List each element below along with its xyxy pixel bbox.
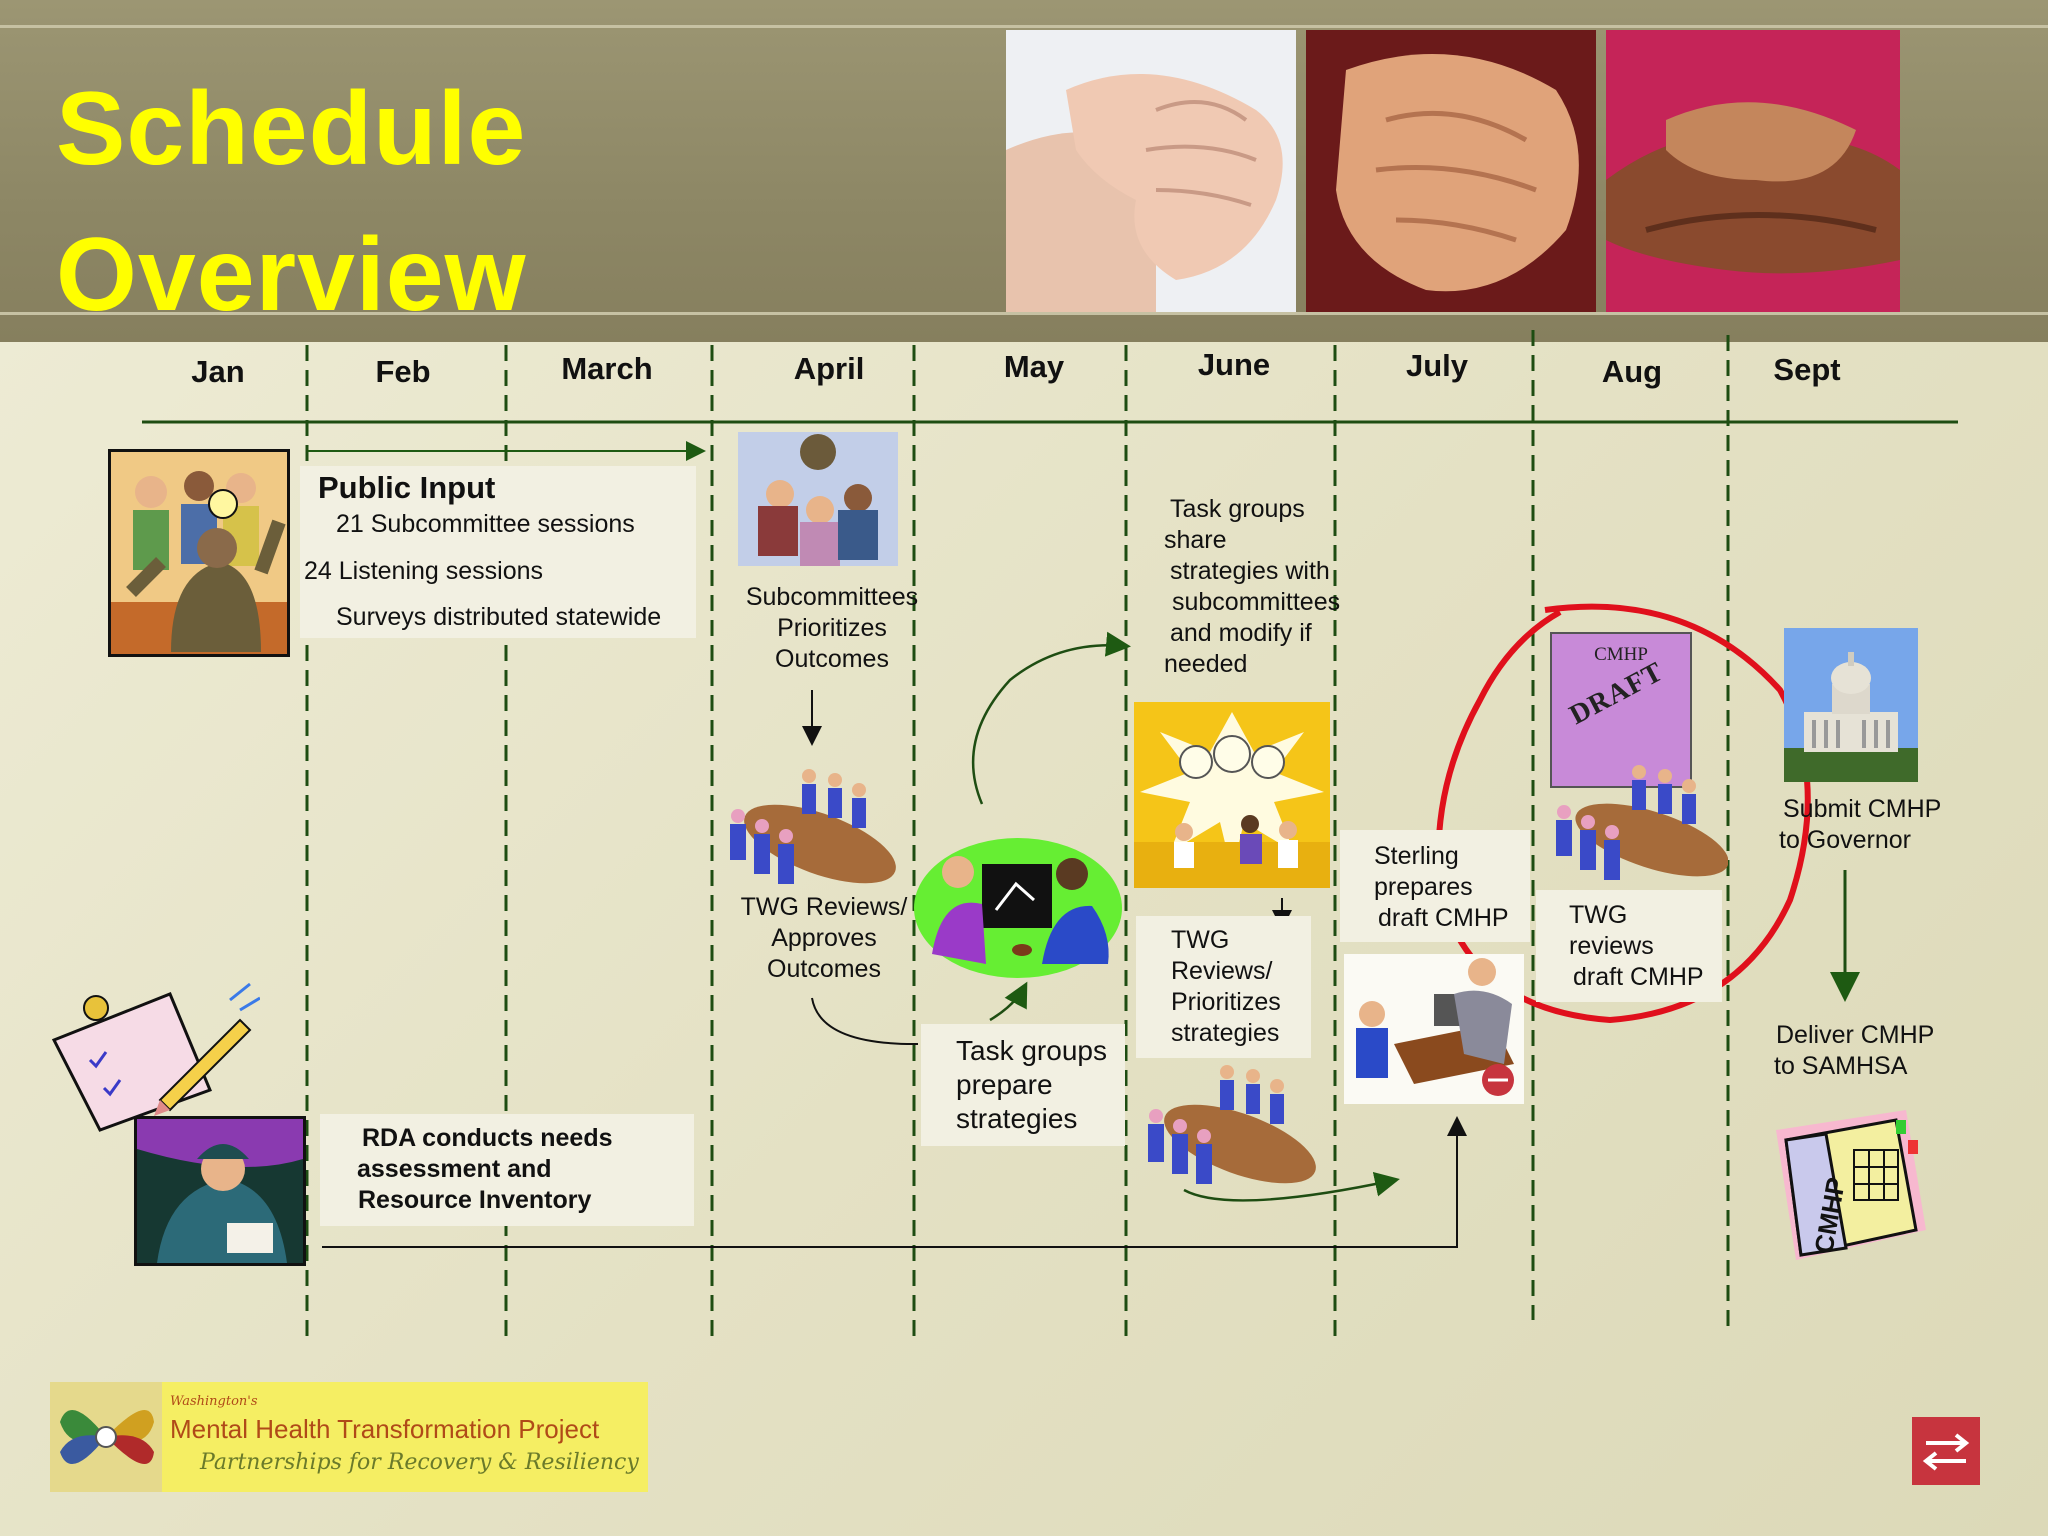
twg-draft-line-3: draft CMHP [1573, 963, 1704, 991]
rda-text: RDA conducts needs assessment and Resour… [357, 1123, 613, 1216]
month-sept: Sept [1773, 352, 1841, 387]
strategy-coaches-clipart [912, 834, 1124, 980]
task-prepare-line-2: prepare [956, 1069, 1053, 1100]
lightbulb-icon [208, 489, 238, 519]
title-line-2: Overview [56, 217, 527, 333]
task-share-line-1: Task groups [1170, 495, 1305, 523]
twg-prioritizes-text: TWG Reviews/ Prioritizes strategies [1171, 925, 1281, 1049]
month-march: March [561, 351, 653, 386]
twg-prioritizes-box [1136, 916, 1311, 1058]
mht-project-logo: Washington's Mental Health Transformatio… [50, 1382, 648, 1492]
twg-prioritizes-line-1: TWG [1171, 926, 1230, 954]
people-meeting-clipart [108, 449, 290, 657]
task-share-line-6: needed [1164, 650, 1248, 678]
sterling-box [1340, 830, 1530, 942]
month-june: June [1197, 347, 1271, 382]
subcommittees-line-2: Prioritizes [777, 614, 887, 642]
photo-holding-hands [1306, 30, 1596, 312]
cmhp-binder-clipart: CMHP [1756, 1090, 1936, 1270]
conference-table-clipart [720, 764, 898, 894]
checklist-clipboard-clipart [50, 980, 261, 1140]
swap-arrows-icon [1922, 1433, 1970, 1471]
deliver-line-1: Deliver CMHP [1776, 1021, 1935, 1049]
lightbulbs-idea-clipart [1134, 702, 1330, 888]
subcommittees-line-1: Subcommittees [745, 583, 919, 611]
draft-doc-title: CMHP [1594, 644, 1648, 665]
twg-draft-line-1: TWG [1569, 901, 1628, 929]
task-prepare-box [921, 1024, 1125, 1146]
capitol-building-photo [1784, 628, 1918, 782]
task-share-text: Task groups share strategies with subcom… [1164, 494, 1340, 680]
public-input-box [300, 466, 696, 638]
draft-stamp: DRAFT [1564, 656, 1669, 732]
photo-joined-hands [1606, 30, 1900, 312]
task-prepare-text: Task groups prepare strategies [956, 1034, 1107, 1136]
header-top-rule [0, 25, 2048, 28]
lightbulb-icon [1179, 745, 1213, 779]
draft-highlight-circle [1435, 603, 1811, 1024]
rda-line-3: Resource Inventory [358, 1186, 592, 1214]
month-july: July [1405, 348, 1469, 383]
title-line-1: Schedule [56, 71, 527, 187]
logo-tagline: Partnerships for Recovery & Resiliency [200, 1450, 639, 1475]
twg-approves-line-1: TWG Reviews/ [740, 893, 908, 921]
public-input-line-2: 24 Listening sessions [304, 557, 544, 585]
month-april: April [793, 351, 865, 386]
slide-title: Schedule Overview [56, 56, 527, 348]
twg-approves-text: TWG Reviews/ Approves Outcomes [732, 892, 916, 985]
slide-navigation-button[interactable] [1912, 1417, 1980, 1485]
photo-baby-hand [1006, 30, 1296, 312]
sterling-line-1: Sterling [1374, 842, 1459, 870]
month-feb: Feb [375, 354, 431, 389]
header-bottom-rule [0, 312, 2048, 315]
twg-prioritizes-line-2: Reviews/ [1171, 957, 1273, 985]
conference-table-clipart-3 [1548, 764, 1729, 892]
researcher-writing-clipart [134, 1116, 306, 1266]
submit-line-1: Submit CMHP [1783, 795, 1942, 823]
logo-main-text: Mental Health Transformation Project [170, 1414, 600, 1444]
logo-small-text: Washington's [170, 1394, 258, 1409]
sterling-text: Sterling prepares draft CMHP [1374, 841, 1509, 934]
task-share-line-3: strategies with [1170, 557, 1330, 585]
task-share-line-4: subcommittees [1172, 588, 1341, 616]
twg-draft-text: TWG reviews draft CMHP [1569, 900, 1704, 993]
subcommittees-text: Subcommittees Prioritizes Outcomes [736, 582, 928, 675]
task-share-line-2: share [1164, 526, 1227, 554]
month-jan: Jan [191, 354, 245, 389]
twg-approves-line-2: Approves [771, 924, 877, 952]
rda-line-2: assessment and [357, 1155, 552, 1183]
sterling-line-3: draft CMHP [1378, 904, 1509, 932]
rda-line-1: RDA conducts needs [362, 1124, 613, 1152]
subcommittees-line-3: Outcomes [775, 645, 889, 673]
public-input-heading: Public Input [318, 470, 496, 505]
group-huddle-clipart [738, 432, 898, 566]
draft-cmhp-document: CMHP DRAFT [1550, 632, 1692, 788]
twg-prioritizes-line-4: strategies [1171, 1019, 1280, 1047]
month-may: May [1003, 349, 1065, 384]
deliver-text: Deliver CMHP to SAMHSA [1774, 1020, 1934, 1082]
twg-draft-line-2: reviews [1569, 932, 1654, 960]
rda-box [320, 1114, 694, 1226]
public-input-line-1: 21 Subcommittee sessions [336, 510, 635, 538]
twg-approves-line-3: Outcomes [767, 955, 881, 983]
office-workers-clipart [1344, 954, 1524, 1104]
twg-draft-box [1536, 890, 1722, 1002]
submit-text: Submit CMHP to Governor [1779, 794, 1941, 856]
task-prepare-line-3: strategies [956, 1103, 1078, 1134]
month-aug: Aug [1601, 354, 1663, 389]
submit-line-2: to Governor [1779, 826, 1912, 854]
conference-table-clipart-2 [1140, 1058, 1318, 1198]
public-input-line-3: Surveys distributed statewide [336, 603, 662, 631]
twg-prioritizes-line-3: Prioritizes [1171, 988, 1281, 1016]
deliver-line-2: to SAMHSA [1774, 1052, 1908, 1080]
task-prepare-line-1: Task groups [956, 1035, 1107, 1066]
sterling-line-2: prepares [1374, 873, 1473, 901]
task-share-line-5: and modify if [1170, 619, 1312, 647]
